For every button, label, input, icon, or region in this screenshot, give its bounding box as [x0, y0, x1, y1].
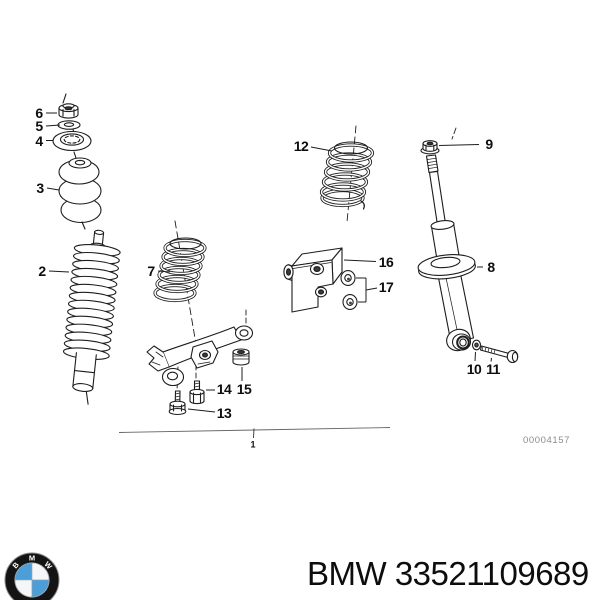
- rubber-buffer-part3: [58, 157, 102, 230]
- drawing-number-watermark: 00004157: [523, 435, 571, 446]
- lock-nut-part6: [58, 93, 79, 119]
- bolt-part11: [479, 345, 519, 364]
- callout-2: 2: [38, 263, 46, 279]
- coil-spring-part12: [319, 125, 375, 223]
- callout-14: 14: [216, 381, 232, 397]
- callout-9: 9: [485, 136, 493, 152]
- logo-quadrant-bottom-right: [31, 579, 50, 598]
- callout-16: 16: [378, 254, 394, 270]
- bolt-part14: [189, 380, 205, 405]
- callout-11: 11: [486, 361, 500, 377]
- callout-5: 5: [35, 118, 43, 134]
- trailing-arm: [146, 309, 254, 392]
- bmw-logo-letter-m: M: [29, 554, 35, 563]
- callout-6: 6: [35, 105, 43, 121]
- callout-1: 1: [250, 439, 256, 450]
- callout-3: 3: [36, 180, 44, 196]
- protective-bellows-part2: [62, 229, 121, 405]
- callout-10: 10: [466, 361, 482, 377]
- bmw-logo-letter-b: B: [11, 560, 22, 570]
- leader-lines: [45, 112, 492, 413]
- callout-8: 8: [487, 259, 495, 275]
- washers-part17: [340, 270, 358, 310]
- washer-part10: [471, 339, 482, 351]
- spring-support-cup-part4: [52, 128, 92, 162]
- coil-spring-part7: [153, 220, 207, 351]
- callout-15: 15: [236, 381, 252, 397]
- washer-part5: [57, 120, 81, 130]
- reference-line: [118, 427, 391, 439]
- bolt-part13: [168, 390, 187, 416]
- bmw-logo: B M W: [4, 552, 60, 600]
- brand-part-number: BMW 33521109689: [307, 555, 589, 592]
- callout-17: 17: [378, 279, 394, 295]
- bracket-block-part16: [283, 247, 343, 313]
- stop-nut-part15: [232, 348, 250, 366]
- callout-12: 12: [293, 138, 309, 154]
- shock-absorber-part8: [417, 127, 476, 352]
- callout-7: 7: [147, 263, 155, 279]
- callout-4: 4: [35, 133, 43, 149]
- bmw-logo-letter-w: W: [43, 560, 55, 572]
- callout-13: 13: [216, 405, 232, 421]
